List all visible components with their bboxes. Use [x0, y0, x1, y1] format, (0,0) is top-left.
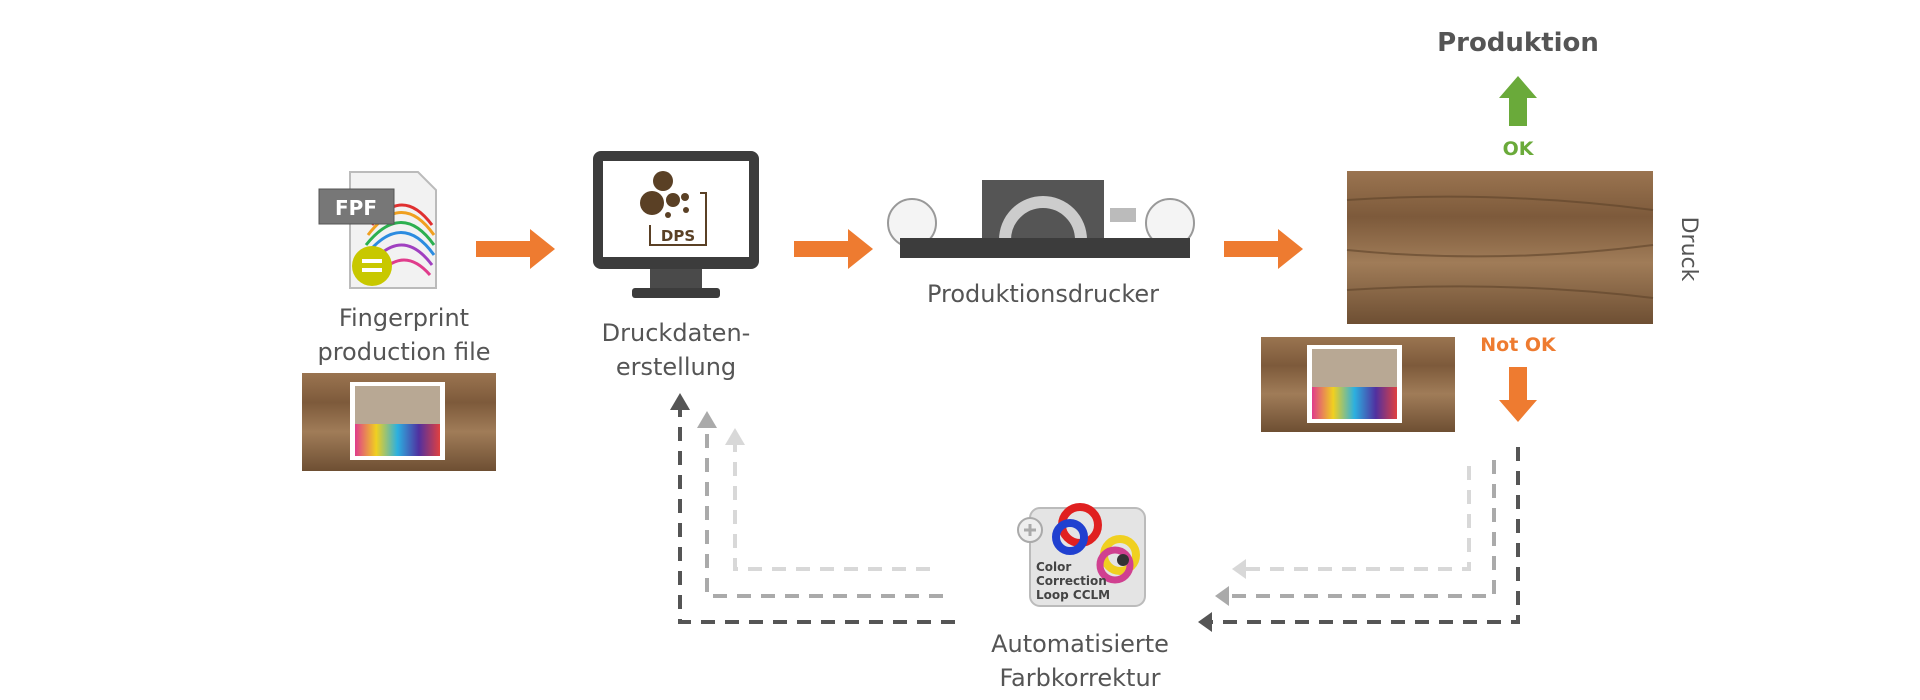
arrow-right-icon [794, 229, 873, 269]
production-printer-icon [887, 180, 1195, 258]
fingerprint-file-icon: FPF [318, 171, 437, 289]
feedback-arrowheads [670, 393, 1246, 632]
farbkorrektur-label: Automatisierte Farbkorrektur [991, 627, 1169, 695]
arrow-up-icon [1499, 76, 1537, 126]
arrow-down-icon [1499, 367, 1537, 422]
fingerprint-label: Fingerprint production file [317, 301, 490, 369]
not-ok-label: Not OK [1480, 334, 1556, 356]
test-print-thumbnail-result [1261, 337, 1455, 432]
arrow-right-icon [476, 229, 555, 269]
flow-arrows [476, 229, 1537, 422]
druckdaten-label-line2: erstellung [615, 353, 737, 381]
test-print-thumbnail [302, 373, 496, 471]
farbkorrektur-label-line2: Farbkorrektur [999, 664, 1161, 692]
farbkorrektur-label-line1: Automatisierte [991, 630, 1169, 658]
cclm-text-2: Correction [1036, 574, 1107, 588]
dps-logo-text: DPS [661, 227, 695, 245]
fingerprint-label-line2: production file [317, 338, 491, 366]
production-title: Produktion [1437, 28, 1599, 58]
printed-wood-decor [1346, 171, 1654, 324]
fingerprint-label-line1: Fingerprint [338, 304, 470, 332]
ok-label: OK [1502, 138, 1534, 160]
druckdaten-label: Druckdaten- erstellung [602, 316, 751, 384]
feedback-loop-lines [678, 410, 1520, 624]
druckdaten-label-line1: Druckdaten- [601, 319, 751, 347]
svg-text:Color Correction L: Color Correction Loop CCLM [1036, 560, 1111, 602]
monitor-icon: DPS [593, 151, 759, 298]
printer-label: Produktionsdrucker [926, 280, 1160, 308]
cclm-text-1: Color [1036, 560, 1071, 574]
druck-label: Druck [1676, 216, 1701, 282]
color-correction-loop-icon: Color Correction Loop CCLM [1017, 503, 1146, 607]
cclm-text-3: Loop CCLM [1036, 588, 1110, 602]
fpf-badge: FPF [335, 196, 377, 220]
arrow-right-icon [1224, 229, 1303, 269]
